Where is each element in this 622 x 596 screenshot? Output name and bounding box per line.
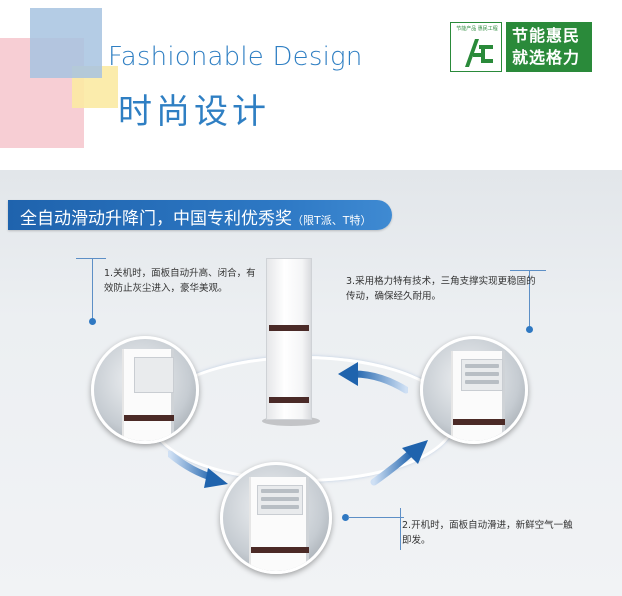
detail-closed-panel [91,336,199,444]
logo-line2: 就选格力 [512,48,581,67]
banner-sub-text: （限T派、T特） [292,214,372,227]
vent-slat [465,380,499,384]
annotation-step2: 2.开机时，面板自动滑进，新鲜空气一触即发。 [402,520,573,546]
callout-line [529,270,530,328]
panel-strip [269,325,309,331]
energy-label-logo: 节能产品 惠民工程 节能惠民 就选格力 [450,22,592,72]
title-chinese: 时尚设计 [118,92,270,132]
title-english: Fashionable Design [108,42,363,72]
header: Fashionable Design 时尚设计 节能产品 惠民工程 节能惠民 就… [0,0,622,170]
logo-slogan: 节能惠民 就选格力 [506,22,592,72]
feature-section: 全自动滑动升降门，中国专利优秀奖（限T派、T特） 1.关机时，面板自动升高、闭合… [0,170,622,596]
annotation-step1: 1.关机时，面板自动升高、闭合，有效防止灰尘进入，豪华美观。 [104,268,256,294]
unit-shadow [262,416,320,426]
callout-dot [526,326,533,333]
callout-line [400,508,401,550]
callout-line [348,517,404,518]
vent-slat [465,364,499,368]
vent-slat [261,497,299,501]
callout-dot [89,318,96,325]
panel-strip [453,419,505,425]
logo-small-text: 节能产品 惠民工程 [456,26,498,32]
cycle-arrow-icon [168,450,228,488]
logo-line1: 节能惠民 [512,26,581,45]
air-conditioner-main [266,258,312,420]
feature-banner: 全自动滑动升降门，中国专利优秀奖（限T派、T特） [8,200,392,230]
vent-slat [261,505,299,509]
annotation-step3: 3.采用格力特有技术，三角支撑实现更稳固的传动，确保经久耐用。 [346,276,536,302]
decor-square-blue [30,8,102,78]
banner-title: 全自动滑动升降门，中国专利优秀奖（限T派、T特） [20,204,371,229]
callout-line [76,258,106,259]
banner-main-text: 全自动滑动升降门，中国专利优秀奖 [20,209,292,229]
detail-panel-support [420,336,528,444]
detail-open-panel [220,462,332,574]
vent-slat [465,372,499,376]
logo-emblem: 节能产品 惠民工程 [450,22,502,72]
energy-label-icon [465,39,493,67]
callout-line [510,270,546,271]
vent-slat [261,489,299,493]
cycle-arrow-icon [338,362,408,394]
unit-panel [134,357,174,393]
cycle-arrow-icon [370,440,428,486]
panel-strip [269,397,309,403]
callout-line [92,258,93,320]
panel-strip [124,415,174,421]
panel-strip [251,547,309,553]
callout-dot [342,514,349,521]
